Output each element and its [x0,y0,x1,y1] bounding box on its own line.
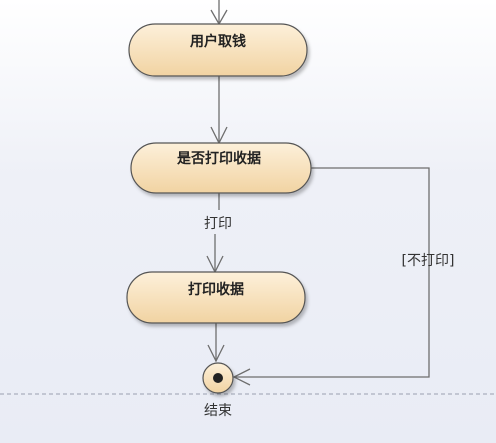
guard-label-no-print: [不打印] [402,252,455,269]
edge-withdraw-to-decision[interactable] [210,76,228,145]
node-label: 打印收据 [188,281,244,298]
final-node-core [213,373,223,383]
final-node[interactable] [202,362,234,394]
edge-print-to-final[interactable] [207,323,225,363]
node-label: 用户取钱 [190,33,246,50]
edge-top-to-withdraw[interactable] [210,0,228,26]
action-node-withdraw[interactable]: 用户取钱 [128,23,308,77]
action-node-decision[interactable]: 是否打印收据 [130,142,312,194]
edge-decision-to-final[interactable] [232,167,430,386]
guard-label-print: 打印 [204,215,232,232]
node-label: 是否打印收据 [177,150,261,167]
edge-decision-to-print[interactable] [206,193,224,274]
action-node-print[interactable]: 打印收据 [126,271,306,324]
final-node-label: 结束 [204,403,232,419]
